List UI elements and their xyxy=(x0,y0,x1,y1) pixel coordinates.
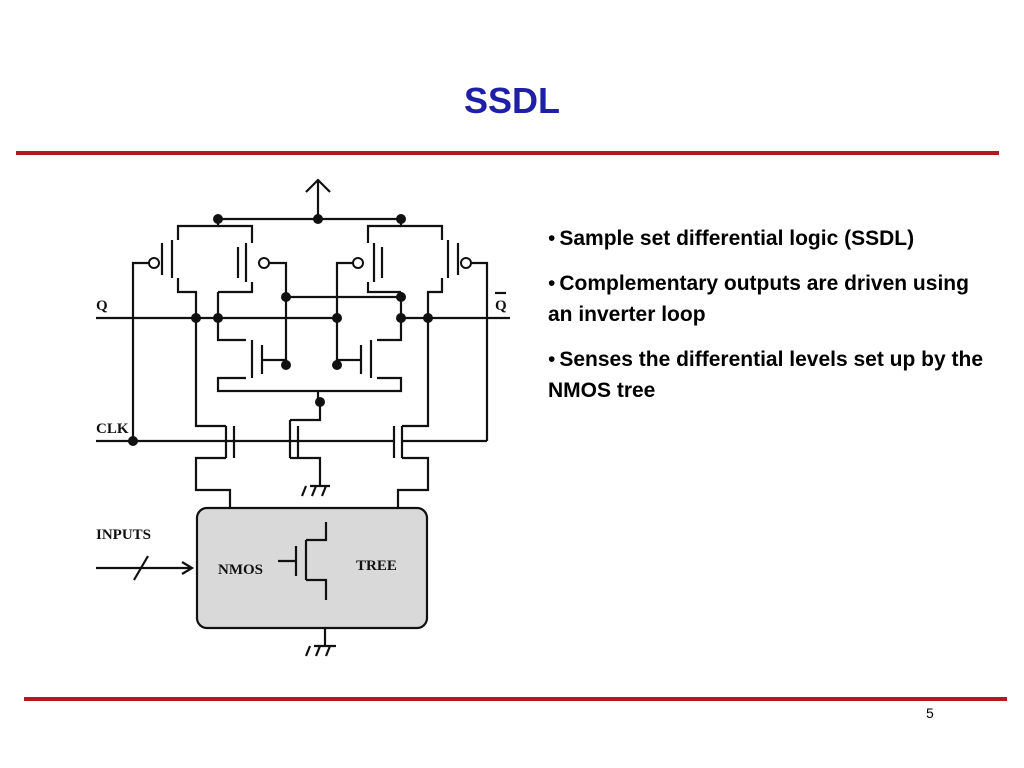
clk-nmos-center xyxy=(288,402,330,497)
bullet-text: Sample set differential logic (SSDL) xyxy=(559,227,915,250)
clk-nmos-right xyxy=(392,318,430,508)
pmos-right-outer xyxy=(399,219,489,441)
bottom-divider xyxy=(24,697,1007,701)
pmos-left-inner xyxy=(218,224,288,365)
slide-title: SSDL xyxy=(463,80,560,121)
vdd-arrow xyxy=(305,178,331,219)
inputs-bus-arrow xyxy=(96,555,195,581)
page-number: 5 xyxy=(926,705,934,721)
q-bar-label: Q xyxy=(495,298,507,314)
nmos-left-latch xyxy=(216,318,318,393)
nmos-right-latch xyxy=(318,318,403,393)
bullet-item: •Sample set differential logic (SSDL) xyxy=(548,227,915,250)
inputs-label: INPUTS xyxy=(96,527,151,543)
tree-label: TREE xyxy=(356,558,397,574)
tree-ground xyxy=(304,644,336,657)
bullet-item: •Complementary outputs are driven using … xyxy=(548,272,969,326)
pmos-left-outer xyxy=(131,219,220,441)
pmos-right-inner xyxy=(335,224,401,365)
bullet-text: Complementary outputs are driven using a… xyxy=(548,272,969,326)
q-bar-output-line xyxy=(399,292,510,320)
bullet-item: •Senses the differential levels set up b… xyxy=(548,348,983,402)
bullet-text: Senses the differential levels set up by… xyxy=(548,348,983,402)
clk-label: CLK xyxy=(96,421,129,437)
clk-nmos-left xyxy=(194,318,236,508)
q-output-line xyxy=(96,292,220,320)
nmos-tree-box xyxy=(195,506,429,630)
top-divider xyxy=(16,151,999,155)
q-label: Q xyxy=(96,298,108,314)
nmos-label: NMOS xyxy=(218,562,263,578)
nmos-tree-transistor xyxy=(278,522,328,600)
bullet-list: •Sample set differential logic (SSDL) •C… xyxy=(548,223,988,420)
rail-node-center xyxy=(313,214,323,224)
